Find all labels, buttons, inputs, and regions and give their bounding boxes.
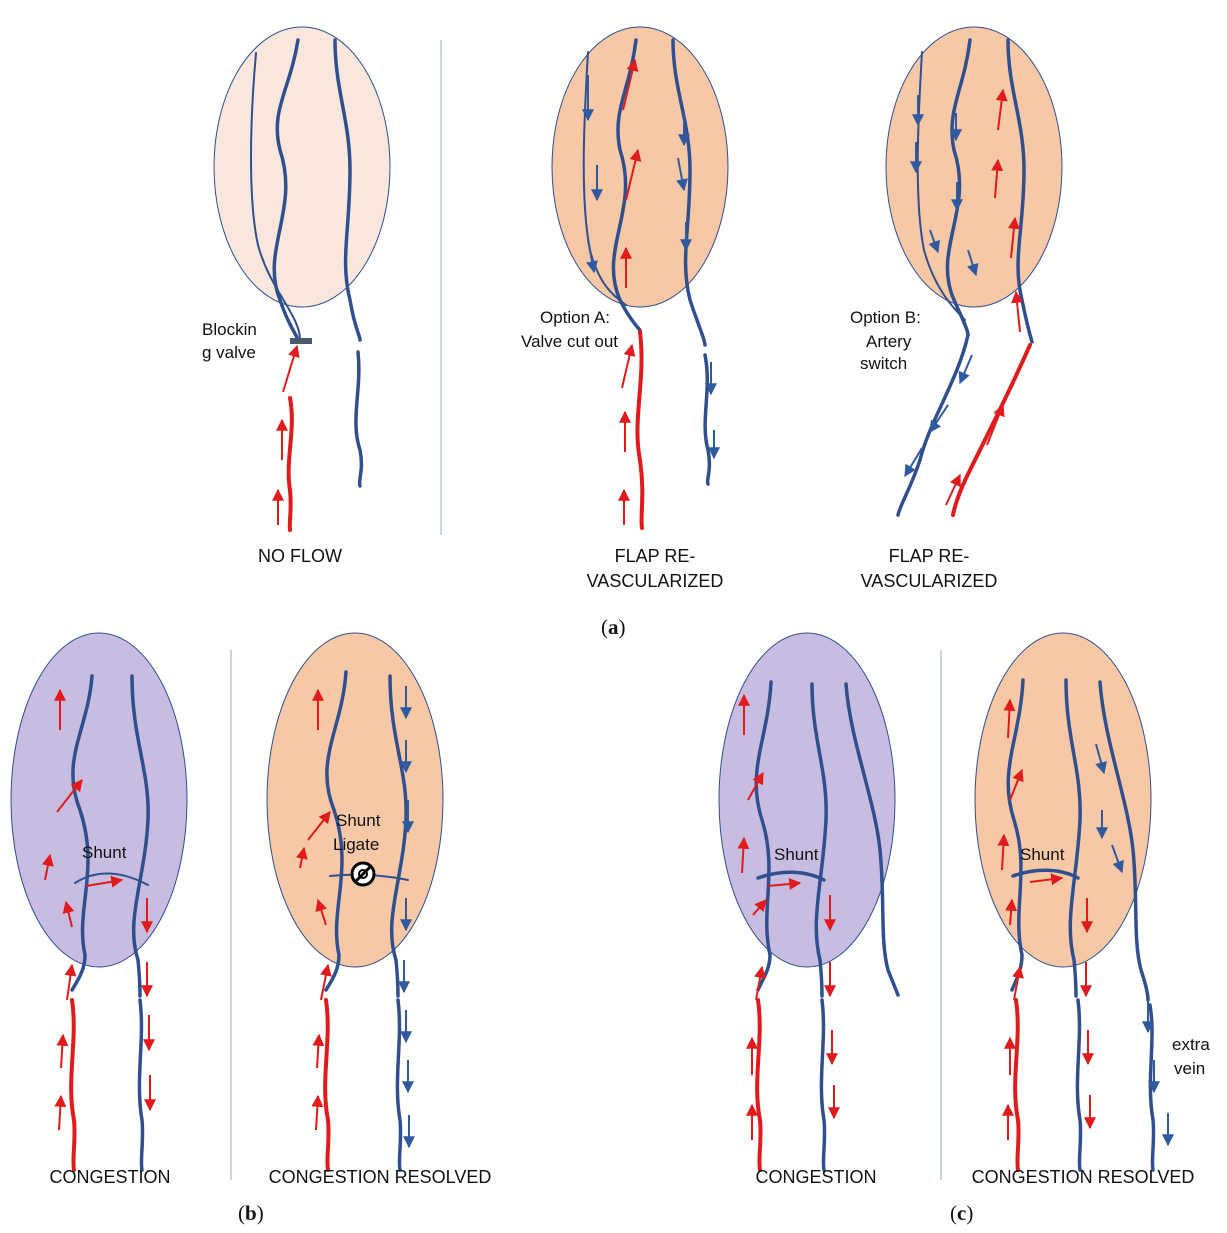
artery-lower bbox=[637, 332, 642, 528]
shunt-label-c-right: Shunt bbox=[1020, 845, 1065, 864]
option-b-label-3: switch bbox=[860, 354, 907, 373]
caption-congestion-c: CONGESTION bbox=[755, 1167, 876, 1187]
extra-vein-label-1: extra bbox=[1172, 1035, 1210, 1054]
extra-vein-label-2: vein bbox=[1174, 1059, 1205, 1078]
option-a-label-2: Valve cut out bbox=[521, 332, 618, 351]
flap-resolved-c bbox=[975, 633, 1168, 1170]
flap-congestion-b bbox=[11, 633, 187, 1170]
flap-ellipse-pale bbox=[214, 27, 390, 307]
ligate-icon bbox=[352, 863, 374, 885]
artery-lower bbox=[1015, 1000, 1018, 1170]
caption-revasc-a-2: VASCULARIZED bbox=[587, 571, 724, 591]
flap-no-flow bbox=[214, 27, 390, 530]
panel-label-c: (c) bbox=[950, 1201, 973, 1225]
flap-option-a bbox=[552, 27, 728, 528]
vein-lower bbox=[821, 1000, 824, 1170]
shunt-ligate-label-2: Ligate bbox=[333, 835, 379, 854]
artery-lower bbox=[71, 1000, 74, 1170]
caption-revasc-b-2: VASCULARIZED bbox=[861, 571, 998, 591]
vein-lower bbox=[1077, 1000, 1080, 1170]
flap-congestion-c bbox=[719, 633, 898, 1170]
option-a-label-1: Option A: bbox=[540, 308, 610, 327]
blocking-valve-marker bbox=[290, 338, 312, 344]
caption-congestion-b: CONGESTION bbox=[49, 1167, 170, 1187]
vein-right-lower bbox=[705, 355, 709, 484]
blocking-valve-label-1: Blockin bbox=[202, 320, 257, 339]
artery-lower bbox=[757, 1000, 760, 1170]
flap-resolved-b bbox=[267, 633, 443, 1170]
artery-lower bbox=[325, 1000, 328, 1170]
shunt-label-b: Shunt bbox=[82, 843, 127, 862]
shunt-ligate-label-1: Shunt bbox=[336, 811, 381, 830]
panel-label-b: (b) bbox=[238, 1201, 264, 1225]
shunt-label-c-left: Shunt bbox=[774, 845, 819, 864]
vein-lower bbox=[898, 335, 968, 515]
caption-resolved-b: CONGESTION RESOLVED bbox=[269, 1167, 492, 1187]
vein-lower bbox=[397, 1000, 400, 1170]
option-b-label-2: Artery bbox=[866, 332, 912, 351]
artery-lower bbox=[289, 398, 292, 530]
caption-revasc-b-1: FLAP RE- bbox=[889, 546, 970, 566]
panel-label-a: (a) bbox=[601, 615, 626, 639]
vein-lower bbox=[139, 1000, 142, 1170]
blocking-valve-label-2: g valve bbox=[202, 343, 256, 362]
arrow-up bbox=[283, 346, 297, 392]
vein-right-lower bbox=[356, 352, 361, 486]
flap-option-b bbox=[886, 27, 1062, 515]
caption-resolved-c: CONGESTION RESOLVED bbox=[972, 1167, 1195, 1187]
caption-no-flow: NO FLOW bbox=[258, 546, 342, 566]
caption-revasc-a-1: FLAP RE- bbox=[615, 546, 696, 566]
option-b-label-1: Option B: bbox=[850, 308, 921, 327]
